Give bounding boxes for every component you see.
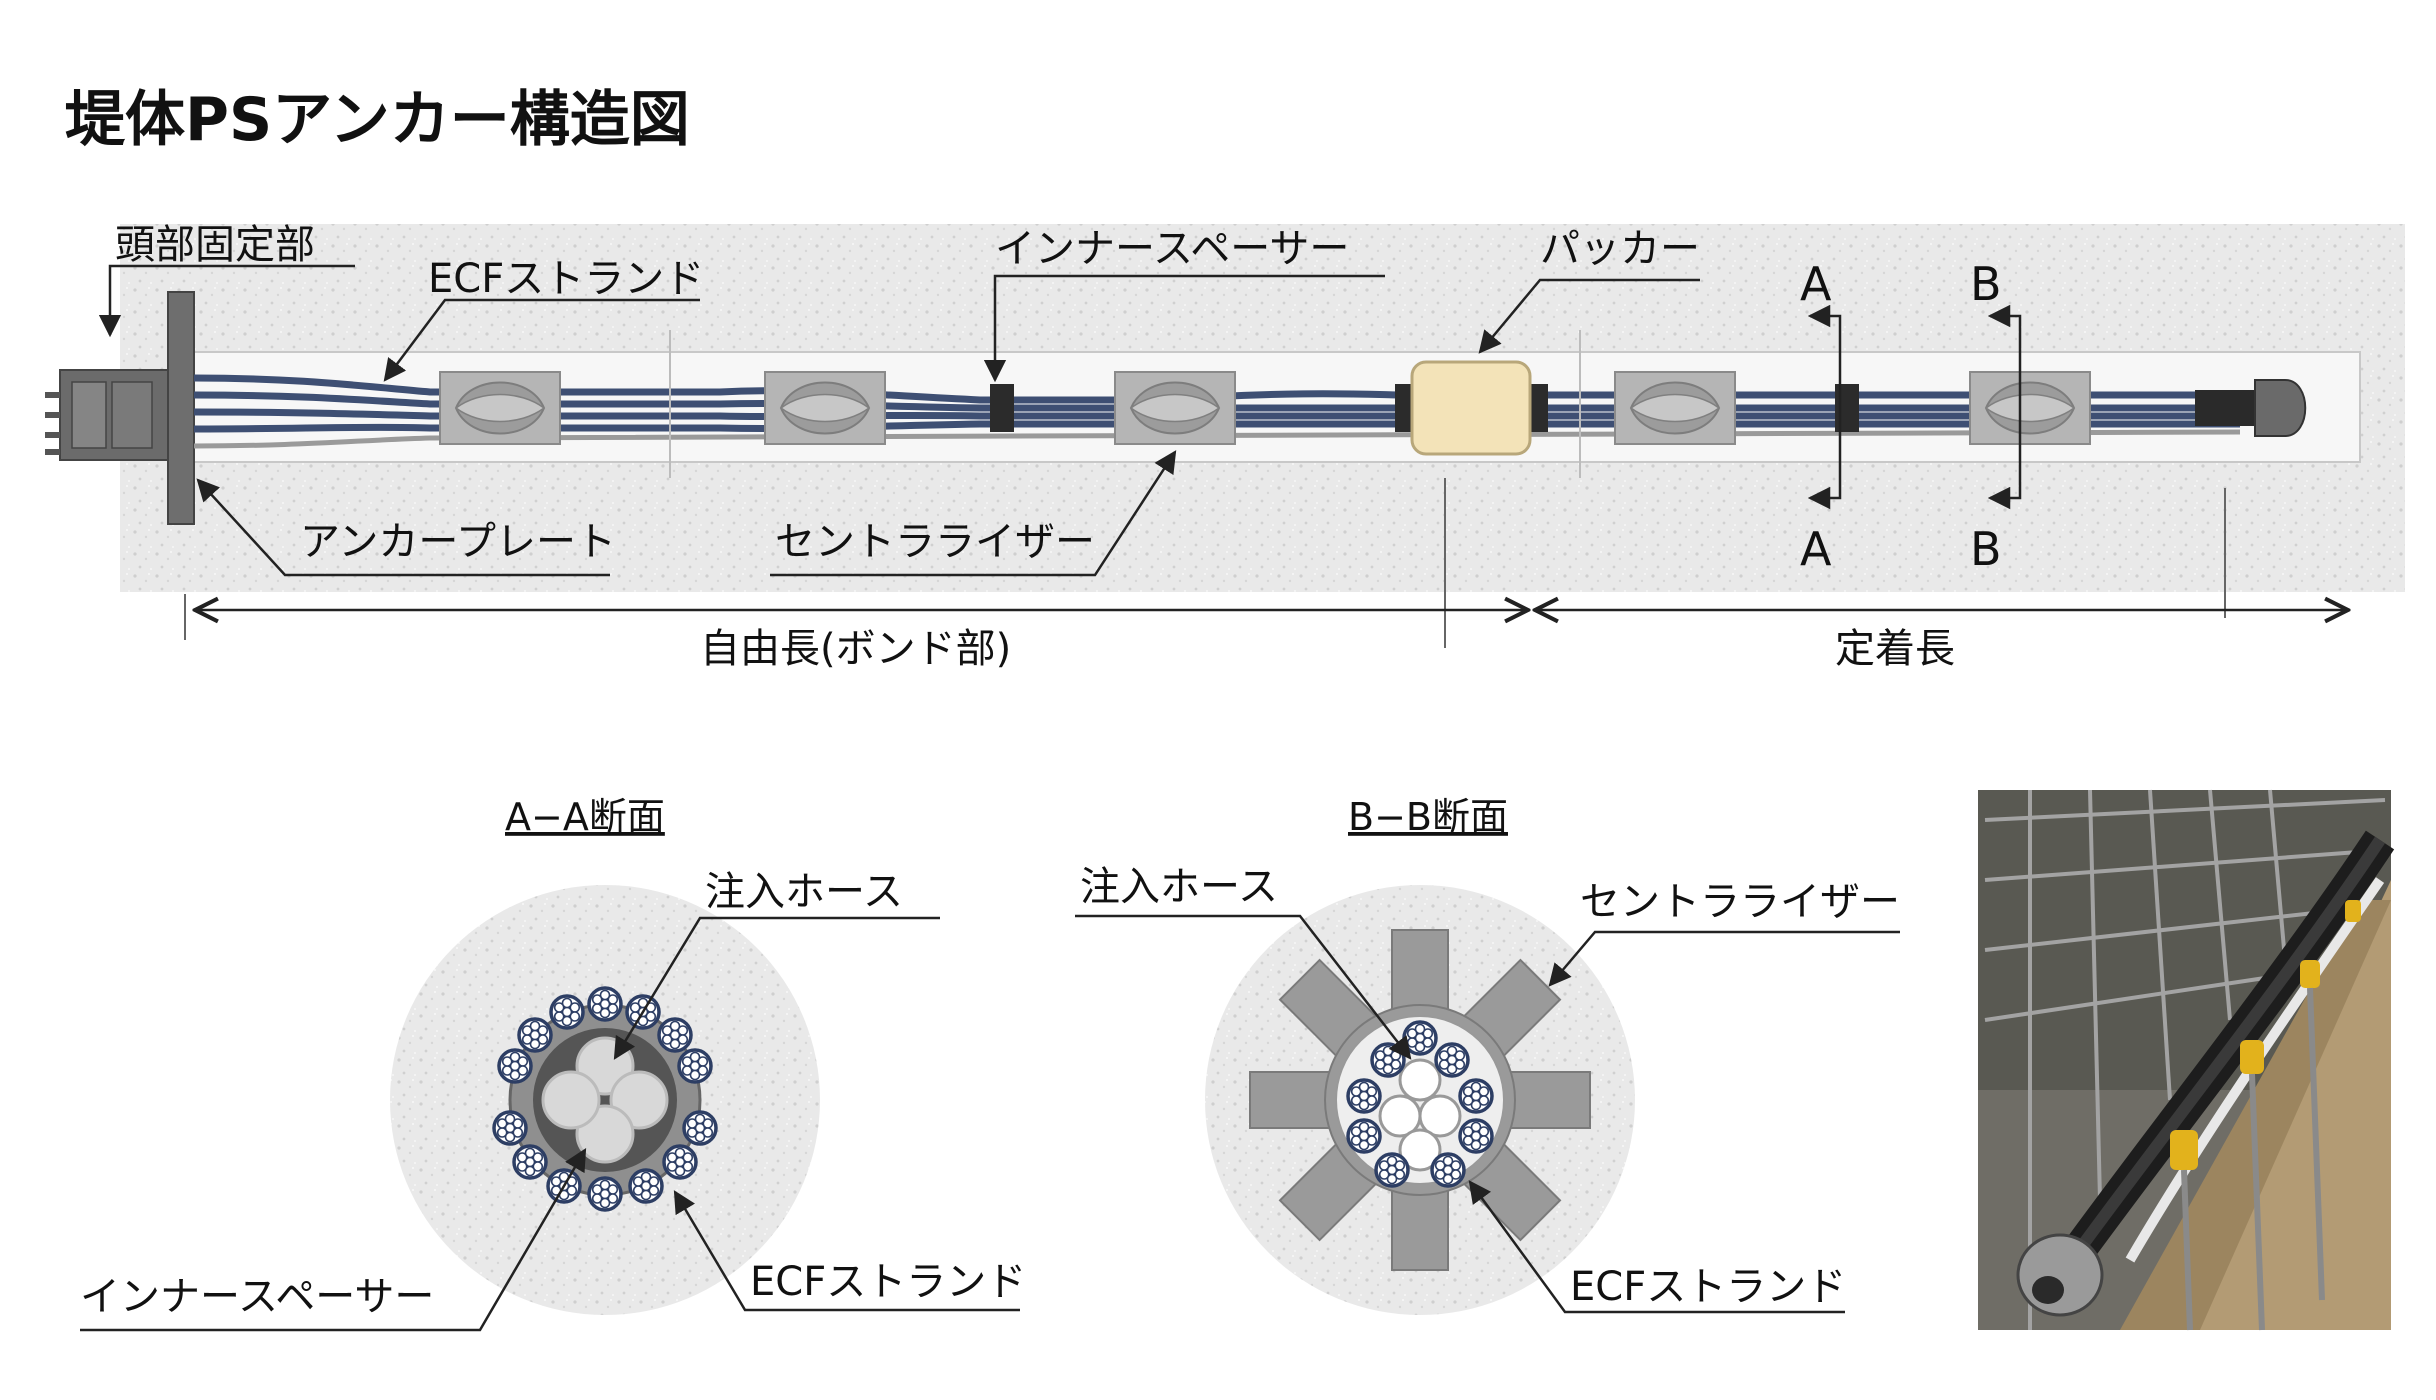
- section-a-bottom-label: A: [1800, 522, 1832, 576]
- head-fixing-leader: [98, 264, 355, 338]
- end-sleeve: [2195, 390, 2255, 426]
- bb-hose-4: [1398, 1128, 1442, 1172]
- anchor-plate-label: アンカープレート: [300, 519, 616, 565]
- aa-hose-label: 注入ホース: [705, 869, 903, 915]
- bb-centralizer-leader: [1548, 930, 1900, 987]
- inner-spacer-label: インナースペーサー: [995, 226, 1349, 272]
- longitudinal-view: A A B B 頭部固定部 ECFストランド インナースペーサー パッカー アン…: [45, 222, 2405, 672]
- page-title: 堤体PSアンカー構造図: [65, 85, 690, 155]
- aa-strand-leader: [673, 1190, 1020, 1312]
- ecf-strand-label: ECFストランド: [428, 256, 704, 302]
- section-b-bottom-label: B: [1970, 522, 2002, 576]
- head-fixing-label: 頭部固定部: [115, 222, 315, 268]
- aa-hose-4: [541, 1070, 601, 1130]
- section-aa: A−A断面 注入ホース インナースペーサー ECFストランド: [80, 795, 1026, 1332]
- inner-spacer-3: [1528, 384, 1548, 432]
- inner-spacer-leader: [983, 274, 1385, 383]
- section-b-top-label: B: [1970, 257, 2002, 311]
- section-cut-a: A A: [1800, 257, 1842, 576]
- bb-hose-label: 注入ホース: [1080, 864, 1278, 910]
- section-aa-title: A−A断面: [505, 795, 665, 839]
- bb-hose-leader: [1075, 914, 1412, 1060]
- aa-spacer-core: [533, 1028, 677, 1172]
- aa-inner-spacer-label: インナースペーサー: [80, 1274, 434, 1320]
- bb-hose-1: [1398, 1058, 1442, 1102]
- section-bb-title: B−B断面: [1348, 795, 1508, 839]
- anchor-plate-leader: [196, 478, 610, 577]
- section-bb: B−B断面: [1075, 795, 1900, 1315]
- ecf-strand-leader: [383, 298, 700, 382]
- anchor-plate: [167, 291, 195, 525]
- centralizer-1: [439, 371, 561, 445]
- centralizer-3: [1114, 371, 1236, 445]
- inner-spacer-2: [1395, 384, 1415, 432]
- inner-spacer-4: [1835, 384, 1859, 432]
- centralizer-2: [764, 371, 886, 445]
- aa-inner-spacer-leader: [80, 1148, 587, 1332]
- aa-hose-leader: [613, 916, 940, 1060]
- injection-hose-line: [193, 429, 2241, 449]
- free-length-label: 自由長(ボンド部): [700, 626, 1011, 672]
- centralizer-leader: [770, 450, 1177, 577]
- bb-hose-3: [1418, 1094, 1462, 1138]
- bb-strand-leader: [1468, 1180, 1845, 1314]
- section-cut-b: B B: [1970, 257, 2022, 576]
- packer-leader: [1478, 278, 1700, 354]
- end-cap: [2254, 379, 2307, 437]
- head-fixing-assembly: [45, 369, 171, 461]
- bb-centralizer-label: セントラライザー: [1580, 879, 1900, 925]
- bb-strand-label: ECFストランド: [1570, 1264, 1846, 1310]
- centralizer-5: [1969, 371, 2091, 445]
- centralizer-label: セントラライザー: [775, 519, 1095, 565]
- site-photo: [1978, 789, 2395, 1331]
- packer-label: パッカー: [1540, 226, 1700, 272]
- inner-spacer-1: [990, 384, 1014, 432]
- packer: [1410, 360, 1532, 456]
- centralizer-4: [1614, 371, 1736, 445]
- fixed-length-label: 定着長: [1835, 626, 1955, 672]
- aa-strand-label: ECFストランド: [750, 1259, 1026, 1305]
- section-a-top-label: A: [1800, 257, 1832, 311]
